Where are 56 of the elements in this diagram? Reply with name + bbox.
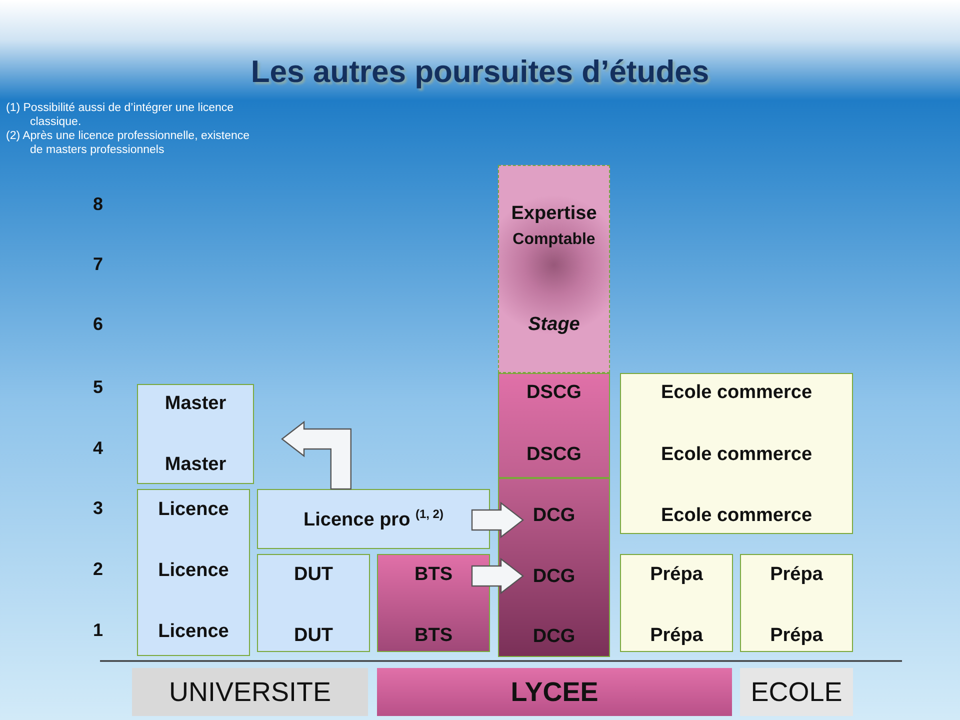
level-number: 3 [93, 498, 104, 519]
level-label: DCG [532, 626, 576, 648]
category-band [377, 668, 732, 716]
category-label: LYCEE [510, 676, 600, 708]
level-label: Prépa [649, 564, 704, 586]
level-label: Master [164, 454, 228, 476]
title: Les autres poursuites d’études [250, 54, 710, 90]
level-box [257, 489, 490, 549]
level-number: 4 [93, 438, 104, 459]
level-label: BTS [414, 564, 454, 586]
block-arrow [471, 558, 524, 594]
block-arrow [281, 420, 352, 490]
footnote: (2) Après une licence professionnelle, existence de masters professionnels [6, 129, 251, 157]
level-label: Comptable [512, 230, 596, 250]
level-label: Licence [157, 499, 230, 521]
level-label: Stage [527, 314, 581, 336]
level-box [137, 384, 254, 484]
level-label: Ecole commerce [660, 444, 814, 466]
level-number: 8 [93, 194, 104, 215]
level-number: 5 [93, 377, 104, 398]
category-band [132, 668, 368, 716]
level-number: 2 [93, 559, 104, 580]
level-box [620, 373, 853, 534]
level-label: Prépa [649, 625, 704, 647]
level-label: Prépa [769, 564, 824, 586]
level-box [137, 489, 250, 656]
category-label: ECOLE [750, 676, 844, 708]
level-box [498, 165, 610, 373]
level-label: DSCG [526, 444, 582, 466]
footnote: (1) Possibilité aussi de d’intégrer une licence classique. [6, 101, 235, 129]
level-label: BTS [414, 625, 454, 647]
level-label: DSCG [526, 382, 582, 404]
level-box [498, 478, 610, 657]
level-number: 6 [93, 314, 104, 335]
level-number: 1 [93, 620, 104, 641]
level-box [257, 554, 370, 652]
level-label: DCG [532, 566, 576, 588]
level-label: Prépa [769, 625, 824, 647]
level-label: Master [164, 393, 228, 415]
block-arrow [471, 502, 524, 538]
level-label: DCG [532, 505, 576, 527]
level-label: Expertise [510, 203, 598, 225]
level-label: Ecole commerce [660, 505, 814, 527]
level-label: Ecole commerce [660, 382, 814, 404]
level-label: Licence pro $^{(1, 2)}$ [302, 506, 444, 532]
level-box [498, 373, 610, 478]
level-label: Licence [157, 560, 230, 582]
level-box [377, 554, 490, 652]
level-label: DUT [292, 625, 334, 647]
level-box [740, 554, 853, 652]
level-label: DUT [292, 564, 334, 586]
category-label: UNIVERSITE [168, 676, 332, 708]
level-label: Licence [157, 621, 230, 643]
category-band [740, 668, 853, 716]
level-box [620, 554, 733, 652]
level-number: 7 [93, 254, 104, 275]
